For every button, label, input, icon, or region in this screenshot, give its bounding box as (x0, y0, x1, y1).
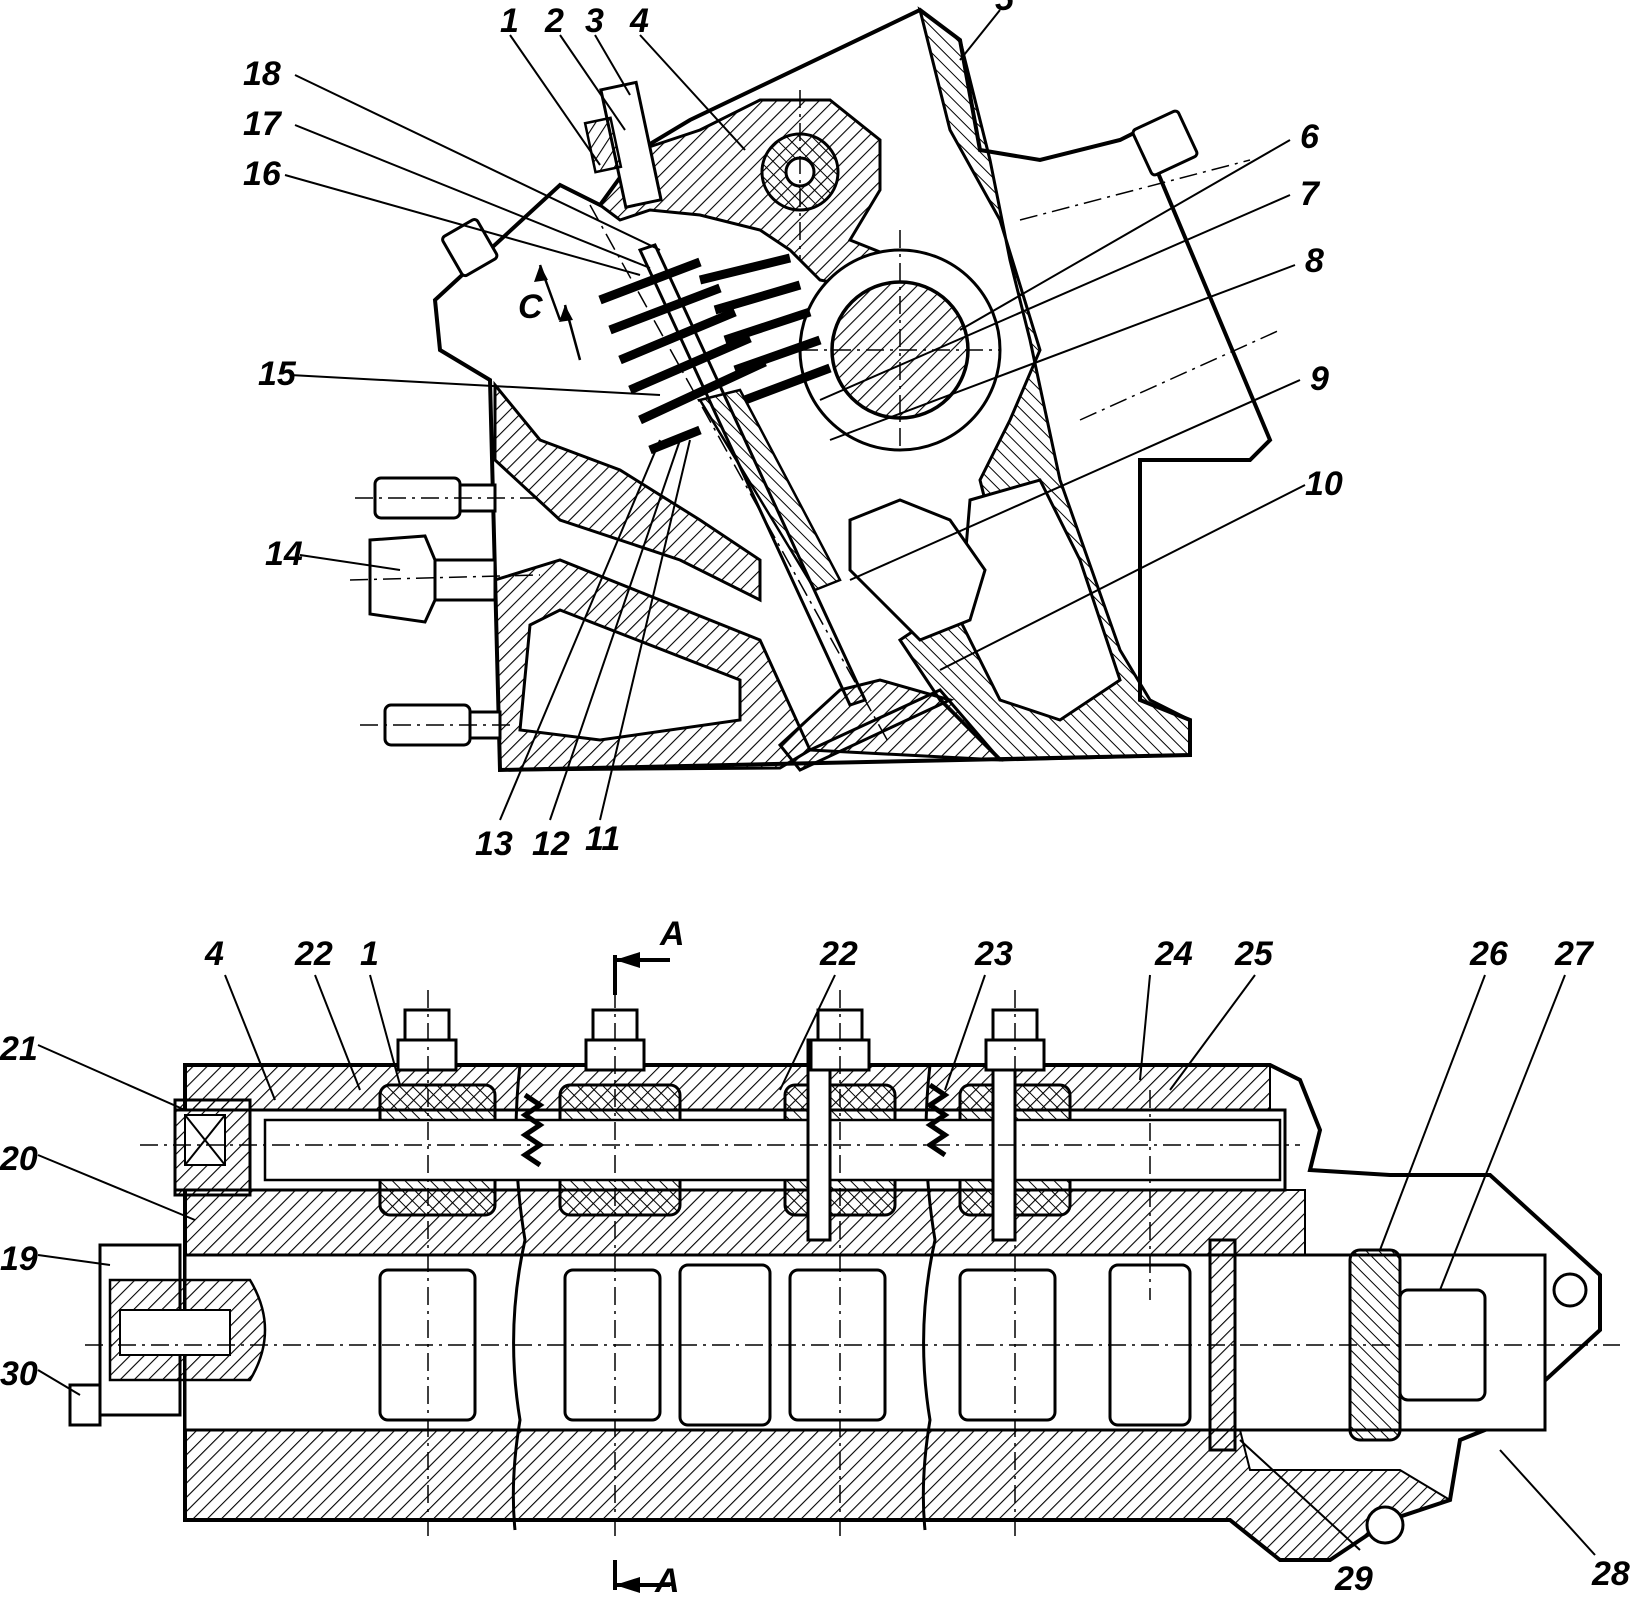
callout-6: 6 (1300, 118, 1320, 156)
callout-b-19: 19 (0, 1240, 38, 1278)
callout-b-22a: 22 (294, 935, 333, 973)
leader-lines (284, 9, 1306, 821)
lower-wall (184, 1429, 1453, 1561)
callout-8: 8 (1305, 242, 1324, 280)
valve-cross-section: 1 2 3 4 5 6 7 8 9 10 11 12 13 14 15 16 1… (243, 0, 1343, 863)
callout-17: 17 (243, 105, 283, 143)
callout-5: 5 (995, 0, 1015, 18)
callout-11: 11 (585, 820, 620, 858)
rear-pin-bottom (1365, 1505, 1405, 1545)
port-upper-wall (493, 380, 762, 603)
callout-b-23: 23 (974, 935, 1013, 973)
callout-3: 3 (585, 2, 604, 40)
callout-16: 16 (243, 155, 282, 193)
callout-14: 14 (265, 535, 303, 573)
callout-12: 12 (532, 825, 570, 863)
callout-10: 10 (1305, 465, 1343, 503)
callout-b-20: 20 (0, 1140, 38, 1178)
callout-b-21: 21 (0, 1030, 38, 1068)
callout-b-28: 28 (1591, 1555, 1630, 1593)
callout-b-1: 1 (360, 935, 379, 973)
callout-7: 7 (1300, 175, 1321, 213)
callout-2: 2 (544, 2, 564, 40)
callout-b-30: 30 (0, 1355, 38, 1393)
callout-1: 1 (500, 2, 519, 40)
callout-15: 15 (258, 355, 297, 393)
callout-b-4: 4 (204, 935, 224, 973)
middle-wall (184, 1189, 1306, 1256)
callout-b-27: 27 (1554, 935, 1595, 973)
rocker-springs (520, 1082, 950, 1168)
callout-b-22b: 22 (819, 935, 858, 973)
callout-b-26: 26 (1469, 935, 1509, 973)
leader-lines-bottom (37, 974, 1596, 1556)
upper-wall (184, 1064, 1271, 1111)
callout-13: 13 (475, 825, 513, 863)
section-mark-top: A (659, 915, 685, 953)
rocker-shaft-bar (263, 1118, 1282, 1182)
section-mark-bottom: A (654, 1562, 680, 1594)
rear-pin-top (1552, 1272, 1588, 1308)
callout-b-29: 29 (1334, 1560, 1373, 1594)
clearance-label: C (518, 288, 543, 326)
valve-head (777, 678, 955, 772)
callout-b-25: 25 (1234, 935, 1274, 973)
lock-nut (583, 116, 623, 174)
valve-guide (698, 388, 842, 592)
adjusting-nuts (396, 1008, 1046, 1072)
callout-4: 4 (629, 2, 649, 40)
callout-18: 18 (243, 55, 281, 93)
longitudinal-section: 4 22 1 22 23 24 25 26 27 21 20 19 30 29 … (0, 915, 1630, 1599)
valve-springs (598, 253, 832, 455)
callout-b-24: 24 (1154, 935, 1193, 973)
callout-9: 9 (1310, 360, 1329, 398)
